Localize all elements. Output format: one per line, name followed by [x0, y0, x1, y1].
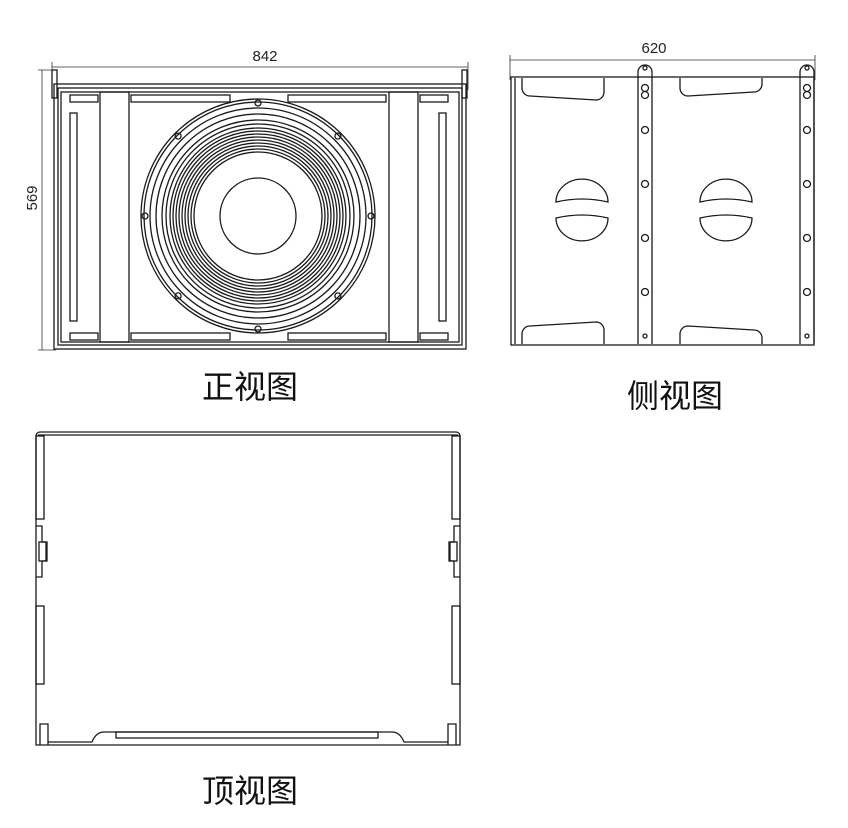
- mounting-screw: [141, 212, 149, 220]
- woofer-surround-ring: [193, 151, 323, 281]
- woofer-surround-ring: [181, 139, 335, 293]
- woofer-surround-ring: [169, 127, 347, 305]
- mounting-screw: [254, 325, 262, 333]
- rail-hole: [802, 125, 812, 135]
- front-width-dimension: 842: [51, 48, 469, 90]
- woofer-ring: [155, 113, 361, 319]
- front-view: 842 569: [24, 48, 469, 351]
- woofer-ring: [165, 123, 351, 309]
- rail-hole: [640, 90, 650, 100]
- rail-hole: [640, 125, 650, 135]
- woofer-surround-ring: [184, 142, 332, 290]
- woofer-ring: [149, 107, 367, 325]
- mounting-screw: [334, 292, 342, 300]
- rail-hole: [802, 90, 812, 100]
- rail-pin-hole: [804, 65, 810, 71]
- woofer-surround-ring: [190, 148, 326, 284]
- rail-pin-hole: [642, 333, 648, 339]
- rail-pin-hole: [804, 333, 810, 339]
- side-view-label: 侧视图: [627, 377, 723, 415]
- woofer-ring: [161, 119, 355, 313]
- rail-hole: [802, 287, 812, 297]
- side-cabinet: [510, 64, 815, 346]
- rail-hole: [640, 179, 650, 189]
- side-depth-dimension: 620: [509, 40, 816, 80]
- rail-holes: [640, 65, 812, 339]
- front-height-dimension: 569: [24, 69, 56, 351]
- rail-hole: [640, 233, 650, 243]
- mounting-screw: [174, 292, 182, 300]
- woofer-ring: [140, 98, 376, 334]
- front-view-label: 正视图: [202, 368, 298, 406]
- front-height-label: 569: [24, 185, 41, 210]
- rail-hole: [802, 179, 812, 189]
- front-cabinet: [51, 69, 468, 350]
- front-width-label: 842: [252, 48, 277, 65]
- top-view-label: 顶视图: [202, 772, 298, 810]
- top-view: [35, 431, 461, 746]
- woofer-ring: [143, 101, 373, 331]
- dust-cap: [219, 177, 297, 255]
- woofer-surround-ring: [178, 136, 338, 296]
- side-view: 620: [509, 40, 816, 346]
- mounting-screw: [367, 212, 375, 220]
- rail-hole: [802, 233, 812, 243]
- mounting-screw: [174, 132, 182, 140]
- woofer-surround-ring: [187, 145, 329, 287]
- side-depth-label: 620: [641, 40, 666, 57]
- woofer-surround-ring: [175, 133, 341, 299]
- rail-hole: [802, 83, 812, 93]
- rail-pin-hole: [642, 65, 648, 71]
- mounting-screw: [254, 99, 262, 107]
- mounting-screw: [334, 132, 342, 140]
- woofer-surround-ring: [172, 130, 344, 302]
- rail-hole: [640, 287, 650, 297]
- rail-hole: [640, 83, 650, 93]
- woofer: [140, 98, 376, 334]
